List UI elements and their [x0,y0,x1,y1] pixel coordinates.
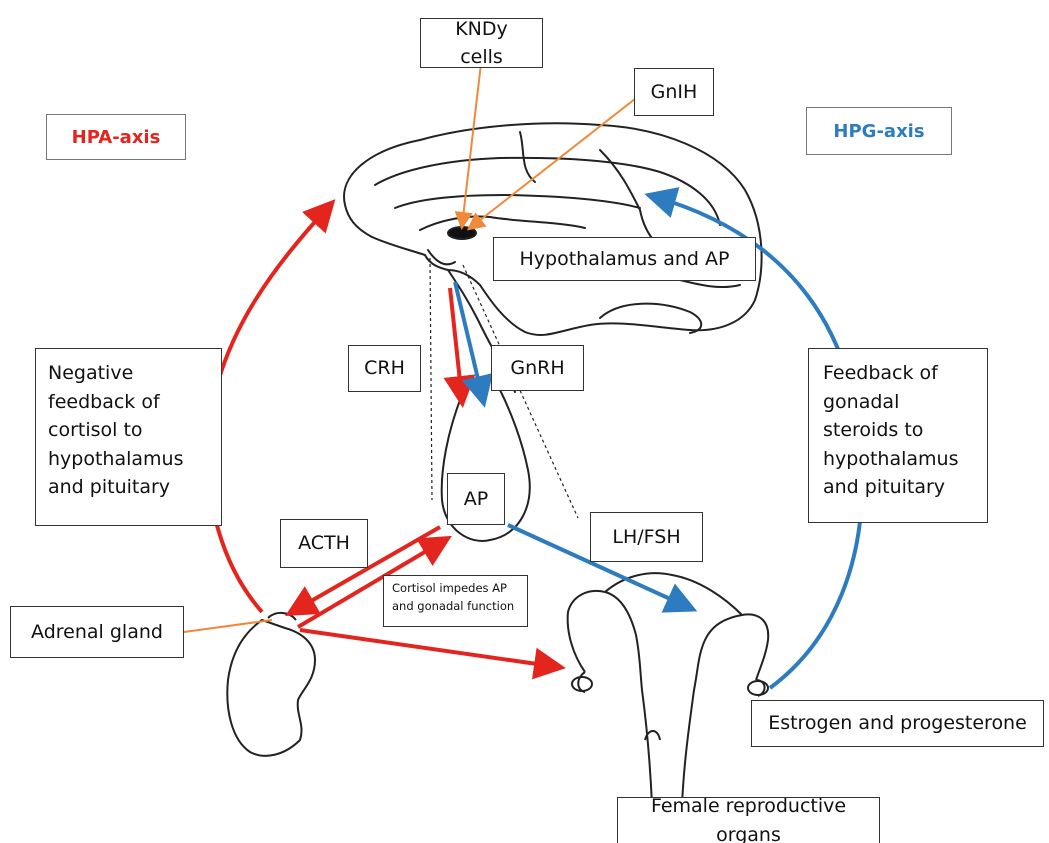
estrogen-progesterone-label: Estrogen and progesterone [751,700,1044,747]
cortisol-to-gonad-arrow [300,630,558,667]
cerebellum [600,304,701,333]
kndy-cells-label: KNDy cells [420,18,543,68]
brain-outline [344,123,762,335]
acth-label: ACTH [280,519,368,568]
ap-label: AP [447,473,505,525]
adrenal-gland-label: Adrenal gland [10,606,184,658]
lh-fsh-label: LH/FSH [590,512,703,562]
hpa-axis-label: HPA-axis [46,114,186,160]
female-reproductive-organs-label: Female reproductive organs [617,797,880,843]
hpg-axis-label: HPG-axis [806,107,952,155]
hypothalamus-nucleus [448,227,476,239]
negative-feedback-label: Negative feedback of cortisol to hypotha… [35,348,222,526]
adrenal-gland-illustration [227,613,315,756]
crh-label: CRH [348,345,421,392]
gonadal-feedback-label: Feedback of gonadal steroids to hypothal… [808,348,988,523]
uterus-illustration [568,573,769,805]
brain-fold-3 [420,217,585,230]
cortisol-impedes-label: Cortisol impedes AP and gonadal function [383,575,528,627]
gnrh-label: GnRH [491,345,584,391]
brain-fold-2 [395,195,640,208]
gnih-label: GnIH [634,68,714,116]
brain-fold-6 [680,280,740,287]
hypothalamus-ap-label: Hypothalamus and AP [493,237,756,281]
